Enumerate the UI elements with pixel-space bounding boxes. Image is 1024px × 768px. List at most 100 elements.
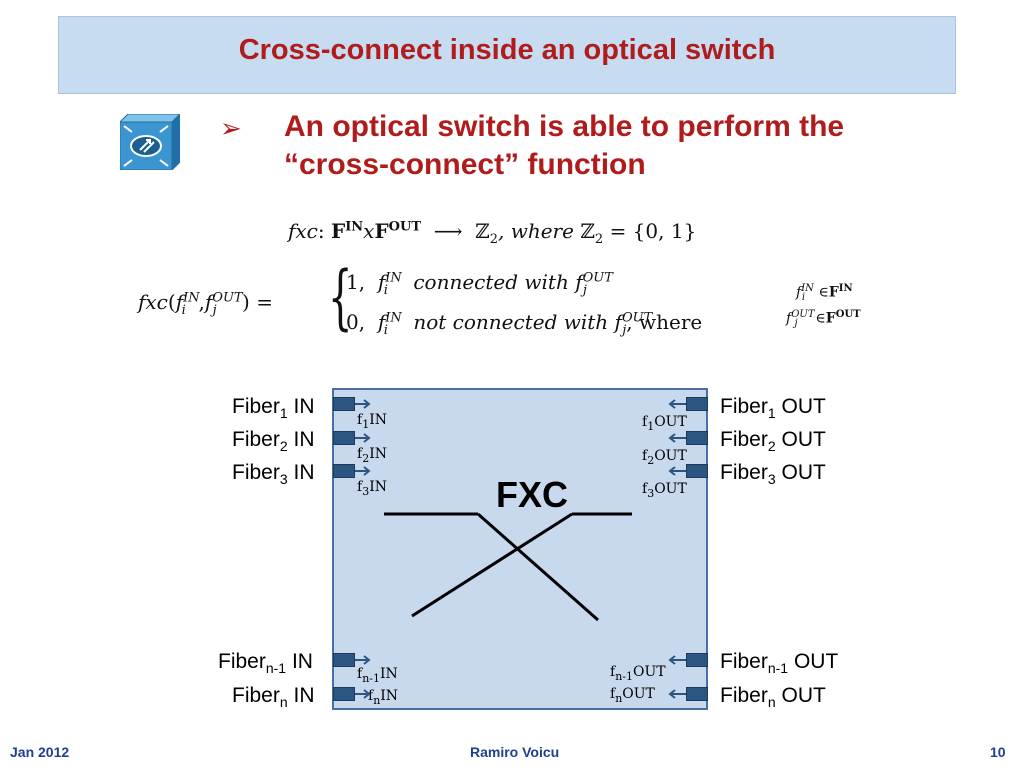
input-arrow-icon <box>355 399 371 409</box>
input-port-connector <box>333 397 355 411</box>
eq2-where-in: fINi ∈FIN <box>796 280 853 303</box>
cross-line-diag-1 <box>477 512 599 622</box>
eq1-Z-sub: 2 <box>489 232 498 247</box>
eq2-where-out: fOUTj ∈FOUT <box>786 306 861 329</box>
eq1-in-sup: IN <box>345 219 364 235</box>
eq1-F-out: F <box>374 219 389 243</box>
eq2-equals: = <box>256 290 273 314</box>
fiber-out-label: Fiber2 OUT <box>720 428 826 455</box>
output-port-label: f3OUT <box>642 481 687 500</box>
fxc-label: FXC <box>496 474 568 515</box>
eq2-case2-out: OUT <box>621 310 653 326</box>
fiber-in-label: Fiber1 IN <box>232 395 315 422</box>
eq1-arrow: ⟶ <box>433 219 463 243</box>
eq2-case2-i: i <box>383 323 388 338</box>
fxc-box <box>332 388 708 710</box>
eq2-case2-f2: f <box>614 310 622 334</box>
input-arrow-icon <box>355 689 371 699</box>
input-port-label: f1IN <box>357 412 387 431</box>
output-port-label: f2OUT <box>642 448 687 467</box>
eq1-Z2-sub: 2 <box>594 232 604 247</box>
fiber-in-label: Fibern-1 IN <box>218 650 313 677</box>
fiber-out-label: Fibern OUT <box>720 684 826 711</box>
fiber-out-label: Fibern-1 OUT <box>720 650 839 677</box>
fiber-in-label: Fiber2 IN <box>232 428 315 455</box>
output-arrow-icon <box>668 433 686 443</box>
input-port-connector <box>333 464 355 478</box>
input-port-label: f3IN <box>357 479 387 498</box>
output-port-label: f1OUT <box>642 414 687 433</box>
eq2-case1-f2: f <box>575 270 583 294</box>
eq2-out-sup: OUT <box>212 290 243 306</box>
eq2-i-sub: i <box>181 303 186 318</box>
input-arrow-icon <box>355 655 371 665</box>
output-port-label: fn-1OUT <box>610 664 666 683</box>
eq1-out-sup: OUT <box>388 219 421 235</box>
input-port-label: fnIN <box>368 688 399 707</box>
output-port-connector <box>686 431 708 445</box>
eq1-where: , where <box>498 219 581 243</box>
eq2-w-f-out: f <box>786 310 792 327</box>
eq2-w-f-in: f <box>796 284 802 301</box>
eq2-case-1: 1, fINi connected with fOUTj <box>346 270 613 298</box>
output-port-connector <box>686 687 708 701</box>
eq2-case2-in: IN <box>385 310 402 326</box>
input-port-label: f2IN <box>357 446 387 465</box>
eq2-open-paren: ( <box>167 290 176 314</box>
eq2-case1-value: 1, <box>346 270 366 294</box>
eq2-w-in-elem: ∈ <box>818 284 829 301</box>
eq1-colon: : <box>317 219 325 243</box>
eq2-case-2: 0, fINi not connected with fOUTj, where <box>346 310 702 338</box>
title-bar <box>58 16 956 94</box>
fiber-in-label: Fibern IN <box>232 684 315 711</box>
cross-line-diag-2 <box>411 512 573 618</box>
slide-title: Cross-connect inside an optical switch <box>238 34 776 66</box>
eq2-w-j-sub: j <box>794 318 798 330</box>
output-port-label: fnOUT <box>610 686 655 705</box>
eq2-case1-f: f <box>377 270 386 294</box>
optical-switch-icon <box>118 112 182 172</box>
eq2-case1-out: OUT <box>582 270 613 286</box>
arrow-bullet-icon: ➢ <box>220 114 242 144</box>
eq1-set: = {0, 1} <box>609 219 697 243</box>
footer-author: Ramiro Voicu <box>470 744 560 760</box>
eq2-case2-j: j <box>622 323 627 338</box>
input-port-connector <box>333 431 355 445</box>
eq2-j-sub: j <box>212 303 217 318</box>
eq1-Z2: ℤ <box>580 219 595 243</box>
eq2-w-F-out: F <box>825 310 836 327</box>
input-arrow-icon <box>355 433 371 443</box>
eq2-case1-in: IN <box>385 270 402 286</box>
input-port-connector <box>333 687 355 701</box>
bullet-line-1: An optical switch is able to perform the <box>284 110 845 143</box>
output-arrow-icon <box>668 399 686 409</box>
bullet-text: An optical switch is able to perform the… <box>284 108 984 184</box>
eq2-fxc: fxc <box>138 290 168 314</box>
footer-page-number: 10 <box>990 744 1006 760</box>
fiber-in-label: Fiber3 IN <box>232 461 315 488</box>
eq2-case2-f: f <box>377 310 386 334</box>
output-arrow-icon <box>668 689 686 699</box>
output-port-connector <box>686 397 708 411</box>
eq2-w-F-in-sup: IN <box>838 283 853 294</box>
eq2-case2-text: not connected with <box>413 310 609 334</box>
eq2-w-F-in: F <box>828 284 839 301</box>
eq1-fxc: fxc <box>288 219 318 243</box>
equation-fxc-lhs: fxc(fINi ,fOUTj ) = <box>138 290 273 318</box>
cross-connect-lines <box>384 512 632 622</box>
eq1-F-in: F <box>331 219 346 243</box>
eq2-in-sup: IN <box>183 290 200 306</box>
eq2-w-F-out-sup: OUT <box>835 309 861 320</box>
eq2-case2-value: 0, <box>346 310 366 334</box>
output-port-connector <box>686 464 708 478</box>
eq2-f-i: f <box>175 290 184 314</box>
equation-fxc-definition: fxc: FINxFOUT ⟶ ℤ2, where ℤ2 = {0, 1} <box>288 219 696 247</box>
fiber-out-label: Fiber1 OUT <box>720 395 826 422</box>
fiber-out-label: Fiber3 OUT <box>720 461 826 488</box>
eq2-where: , where <box>626 310 703 334</box>
footer-date: Jan 2012 <box>10 744 70 760</box>
eq1-x: x <box>363 219 375 243</box>
input-arrow-icon <box>355 466 371 476</box>
eq2-case1-j: j <box>582 283 587 298</box>
eq2-comma: , <box>198 290 205 314</box>
